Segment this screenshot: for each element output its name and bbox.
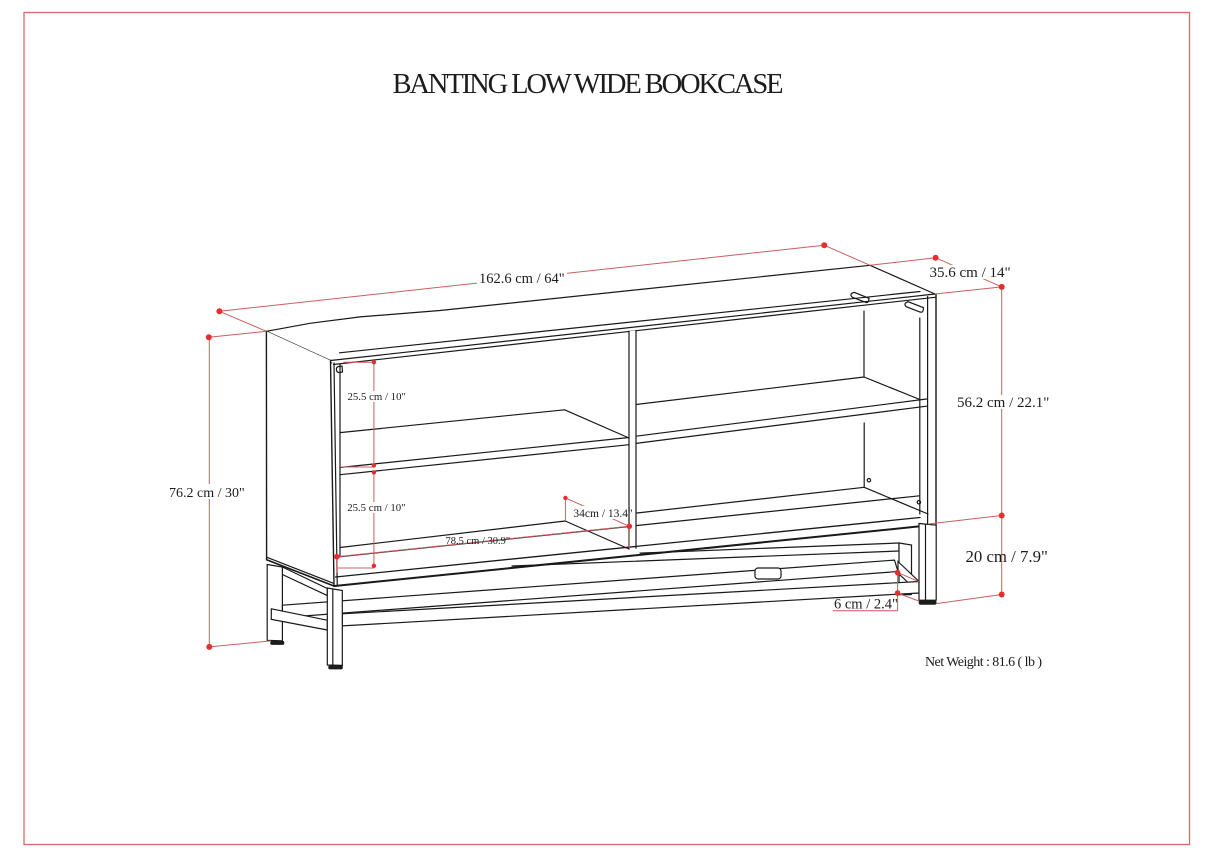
svg-text:35.6 cm / 14": 35.6 cm / 14" xyxy=(930,265,1011,281)
svg-text:6 cm / 2.4": 6 cm / 2.4" xyxy=(834,597,898,613)
svg-text:BANTING LOW WIDE BOOKCASE: BANTING LOW WIDE BOOKCASE xyxy=(393,69,783,100)
svg-text:56.2 cm / 22.1": 56.2 cm / 22.1" xyxy=(957,395,1049,411)
svg-text:78.5 cm / 30.9": 78.5 cm / 30.9" xyxy=(446,536,511,547)
svg-text:25.5 cm / 10": 25.5 cm / 10" xyxy=(347,502,405,514)
svg-text:162.6 cm / 64": 162.6 cm / 64" xyxy=(479,271,565,287)
svg-text:76.2 cm / 30": 76.2 cm / 30" xyxy=(169,486,245,501)
svg-text:34cm / 13.4": 34cm / 13.4" xyxy=(573,508,632,520)
svg-text:Net Weight : 81.6 ( lb ): Net Weight : 81.6 ( lb ) xyxy=(925,655,1042,670)
svg-text:20 cm / 7.9": 20 cm / 7.9" xyxy=(966,547,1048,566)
svg-text:25.5 cm / 10": 25.5 cm / 10" xyxy=(348,391,406,403)
